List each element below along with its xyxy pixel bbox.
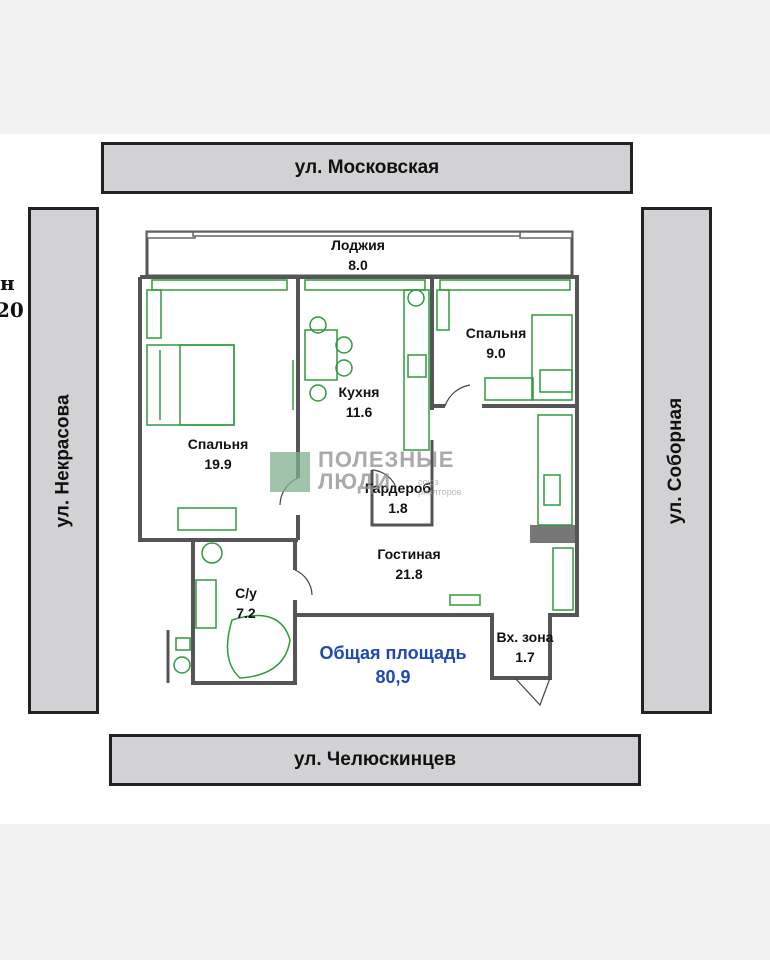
room-bedroom-small-name: Спальня <box>465 325 527 341</box>
edge-fragment-2: 20 <box>0 298 24 322</box>
total-area: Общая площадь 80,9 <box>319 641 466 689</box>
street-bottom: ул. Челюскинцев <box>109 734 641 786</box>
room-entrance-area: 1.7 <box>515 649 535 665</box>
watermark-sub: союз риэлторов <box>418 477 462 497</box>
street-bottom-label: ул. Челюскинцев <box>293 749 457 770</box>
total-area-label: Общая площадь <box>319 643 467 663</box>
watermark-text: ПОЛЕЗНЫЕ ЛЮДИ <box>318 447 455 494</box>
room-bathroom: С/у 7.2 <box>235 583 257 623</box>
street-left: ул. Некрасова <box>28 207 99 714</box>
street-right: ул. Соборная <box>641 207 712 714</box>
room-wardrobe: Гардероб 1.8 <box>365 478 431 518</box>
room-kitchen-area: 11.6 <box>345 404 373 420</box>
room-bedroom-large-name: Спальня <box>187 436 249 452</box>
room-loggia: Лоджия 8.0 <box>331 235 385 275</box>
street-top-label: ул. Московская <box>294 157 440 178</box>
room-bathroom-name: С/у <box>235 585 257 601</box>
room-entrance-name: Вх. зона <box>496 629 554 645</box>
furniture <box>146 279 574 679</box>
room-bathroom-area: 7.2 <box>236 605 256 621</box>
watermark-logo <box>270 452 310 492</box>
room-bedroom-large-area: 19.9 <box>204 456 232 472</box>
room-living-name: Гостиная <box>377 546 441 562</box>
room-living-area: 21.8 <box>395 566 423 582</box>
walls <box>138 230 579 685</box>
room-wardrobe-area: 1.8 <box>388 500 408 516</box>
room-kitchen-name: Кухня <box>338 384 380 400</box>
room-bedroom-small: Спальня 9.0 <box>466 323 526 363</box>
room-loggia-name: Лоджия <box>331 237 385 253</box>
total-area-value: 80,9 <box>375 667 411 687</box>
watermark-sub-1: союз <box>418 477 439 487</box>
room-bedroom-large: Спальня 19.9 <box>188 434 248 474</box>
room-wardrobe-name: Гардероб <box>364 480 432 496</box>
room-bedroom-small-area: 9.0 <box>486 345 506 361</box>
room-kitchen: Кухня 11.6 <box>339 382 380 422</box>
room-living: Гостиная 21.8 <box>377 544 440 584</box>
windows <box>146 231 573 239</box>
room-entrance: Вх. зона 1.7 <box>497 627 554 667</box>
edge-fragment-1: н <box>0 271 15 295</box>
street-top: ул. Московская <box>101 142 633 194</box>
watermark-sub-2: риэлторов <box>418 487 462 497</box>
room-loggia-area: 8.0 <box>348 257 368 273</box>
